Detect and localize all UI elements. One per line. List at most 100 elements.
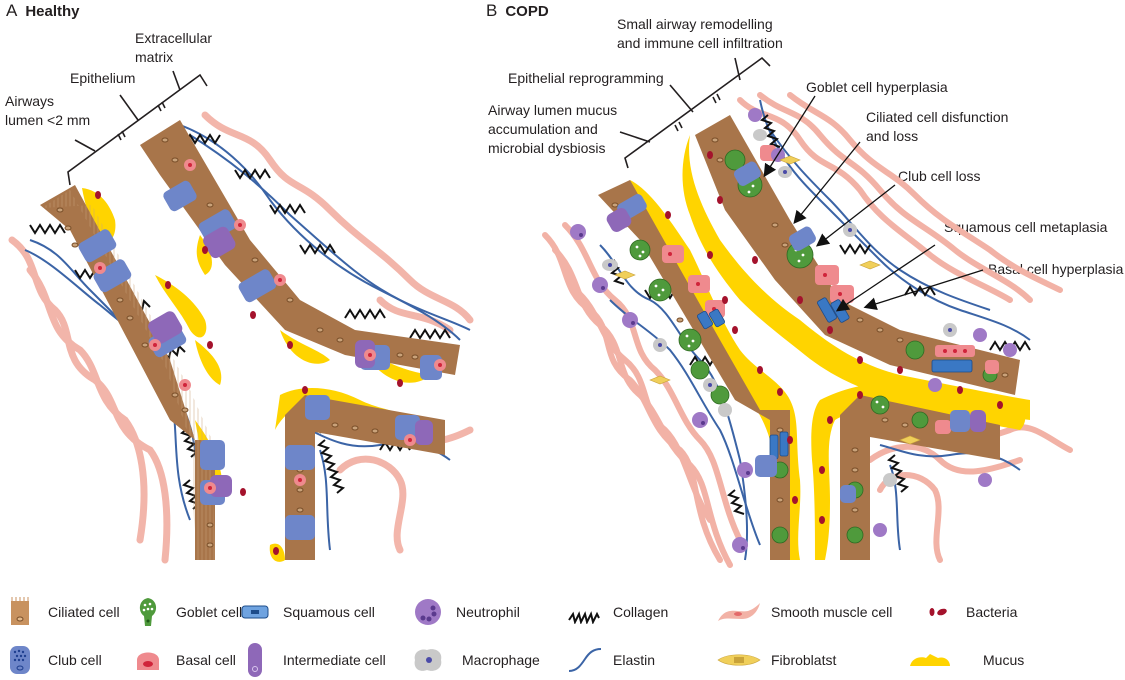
panel-a-title: A Healthy <box>6 1 80 21</box>
annotation-arrows <box>763 95 984 312</box>
label-line: Epithelial reprogramming <box>508 70 664 86</box>
panel-a-heading: Healthy <box>25 3 80 20</box>
club-cell-icon <box>0 645 40 675</box>
label-line: Small airway remodelling <box>617 16 773 32</box>
legend-item-collagen: Collagen <box>565 597 668 627</box>
label-airway-lumen-mucus: Airway lumen mucus accumulation and micr… <box>488 101 617 158</box>
arrow-ciliated-cell-disfunction <box>793 141 861 225</box>
basal-nuclei <box>668 252 967 353</box>
label-line: and immune cell infiltration <box>617 35 783 51</box>
legend-item-fibroblast: Fibroblatst <box>715 645 836 675</box>
legend-label: Fibroblatst <box>771 652 837 668</box>
label-small-airway-remodelling: Small airway remodelling and immune cell… <box>617 15 783 53</box>
legend-item-club-cell: Club cell <box>0 645 102 675</box>
arrow-squamous-cell-metaplasia <box>835 244 936 312</box>
legend-item-mucus: Mucus <box>905 645 1024 675</box>
legend-label: Smooth muscle cell <box>771 604 893 620</box>
label-airways-lumen: Airways lumen <2 mm <box>5 92 90 130</box>
legend-label: Elastin <box>613 652 656 668</box>
macrophage-nuclei <box>608 170 952 387</box>
club-cells <box>78 180 442 540</box>
neutrophils <box>570 108 1017 553</box>
label-line: Epithelium <box>70 70 136 86</box>
label-extracellular-matrix: Extracellular matrix <box>135 29 212 67</box>
legend-item-basal-cell: Basal cell <box>128 645 236 675</box>
legend-label: Intermediate cell <box>283 652 386 668</box>
intermediate-cells <box>606 208 986 432</box>
basal-cell-icon <box>128 645 168 675</box>
legend-item-bacteria: Bacteria <box>918 597 1017 627</box>
label-line: accumulation and <box>488 121 598 137</box>
legend-label: Squamous cell <box>283 604 375 620</box>
legend-label: Club cell <box>48 652 102 668</box>
label-line: Ciliated cell disfunction <box>866 109 1009 125</box>
ciliated-nuclei <box>56 137 419 548</box>
epithelium-tubes <box>40 120 460 560</box>
label-line: Airway lumen mucus <box>488 102 618 118</box>
panel-a-letter: A <box>6 1 18 20</box>
legend-label: Collagen <box>613 604 669 620</box>
legend-item-intermediate-cell: Intermediate cell <box>235 643 386 677</box>
annotation-club-cell-loss: Club cell loss <box>898 167 980 186</box>
label-line: Squamous cell metaplasia <box>944 219 1108 235</box>
macrophage-icon <box>408 645 448 675</box>
legend-label: Macrophage <box>462 652 540 668</box>
label-line: and loss <box>866 128 919 144</box>
label-line: Club cell loss <box>898 168 981 184</box>
squamous-cell-icon <box>235 597 275 627</box>
elastin-icon <box>565 645 605 675</box>
panel-b-letter: B <box>486 1 498 20</box>
basal-cells <box>94 159 446 494</box>
label-epithelial-reprogramming: Epithelial reprogramming <box>508 69 664 88</box>
panel-a-bracket <box>67 70 208 186</box>
panel-b-title: B COPD <box>486 1 549 21</box>
legend-item-smooth-muscle-cell: Smooth muscle cell <box>715 597 892 627</box>
label-line: microbial dysbiosis <box>488 140 606 156</box>
basal-nuclei <box>98 163 442 490</box>
bacteria <box>95 191 403 555</box>
legend-item-macrophage: Macrophage <box>408 645 540 675</box>
neutrophil-nuclei <box>579 233 750 550</box>
neutrophil-icon <box>408 597 448 627</box>
club-cells <box>617 161 970 503</box>
label-line: Goblet cell hyperplasia <box>806 79 948 95</box>
bacteria-icon <box>918 597 958 627</box>
mucus-icon <box>905 645 955 675</box>
collagen-icon <box>565 597 605 627</box>
copd-airway <box>542 92 1073 568</box>
annotation-goblet-cell-hyperplasia: Goblet cell hyperplasia <box>806 78 948 97</box>
arrow-club-cell-loss <box>815 184 896 247</box>
intermediate-cell-icon <box>235 643 275 677</box>
legend-label: Mucus <box>983 652 1025 668</box>
collagen-layer <box>29 133 451 510</box>
ciliated-cell-icon <box>0 597 40 627</box>
mucus-layer <box>82 188 430 562</box>
label-line: matrix <box>135 49 174 65</box>
panel-b-heading: COPD <box>505 3 549 20</box>
arrow-basal-cell-hyperplasia <box>863 269 984 311</box>
legend-item-squamous-cell: Squamous cell <box>235 597 375 627</box>
legend-label: Neutrophil <box>456 604 520 620</box>
intermediate-cells <box>148 226 433 497</box>
goblet-cells <box>629 149 998 544</box>
smooth-muscle-cell-icon <box>715 597 763 627</box>
legend-item-ciliated-cell: Ciliated cell <box>0 597 120 627</box>
arrow-goblet-cell-hyperplasia <box>763 95 816 178</box>
healthy-airway <box>8 111 474 564</box>
legend-label: Basal cell <box>176 652 236 668</box>
goblet-cell-icon <box>128 597 168 627</box>
annotation-ciliated-cell-disfunction: Ciliated cell disfunction and loss <box>866 108 1008 146</box>
legend-label: Ciliated cell <box>48 604 120 620</box>
label-epithelium: Epithelium <box>70 69 135 88</box>
label-line: Airways <box>5 93 55 109</box>
bacteria <box>665 151 1003 524</box>
panel-b-bracket <box>619 56 771 169</box>
legend-item-neutrophil: Neutrophil <box>408 597 520 627</box>
legend-label: Bacteria <box>966 604 1018 620</box>
legend-label: Goblet cell <box>176 604 243 620</box>
elastin-layer <box>24 124 471 561</box>
label-line: Extracellular <box>135 30 213 46</box>
label-line: lumen <2 mm <box>5 112 91 128</box>
fibroblast-icon <box>715 645 763 675</box>
fibroblasts <box>614 155 921 445</box>
